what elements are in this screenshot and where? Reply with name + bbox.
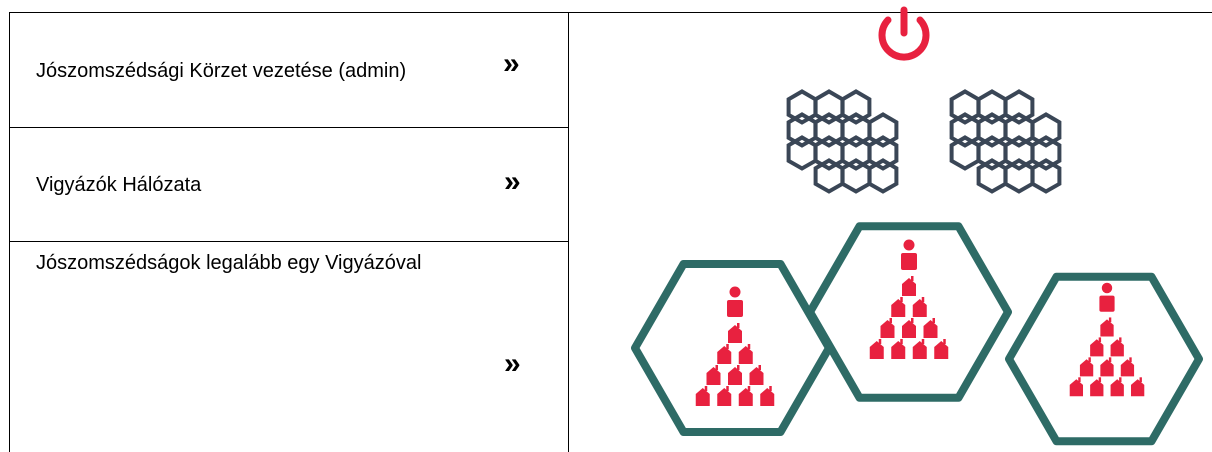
house-pyramid-icon [806,222,1012,402]
chevron-right-icon: » [504,165,521,198]
menu-item-neighborhoods[interactable]: Jószomszédságok legalább egy Vigyázóval … [9,241,569,452]
menu-item-label: Jószomszédságok legalább egy Vigyázóval [36,252,422,274]
house-pyramid-icon [631,260,833,436]
power-icon [878,6,930,61]
chevron-right-icon: » [504,347,521,380]
menu-item-label: Vigyázók Hálózata [36,174,202,196]
divider [569,12,1212,13]
menu-item-label: Jószomszédsági Körzet vezetése (admin) [36,60,407,82]
hexagon-cluster-icon [786,89,899,194]
house-pyramid-icon [1005,272,1203,446]
hexagon-cluster-icon [949,89,1062,194]
menu-item-admin[interactable]: Jószomszédsági Körzet vezetése (admin) » [9,12,569,128]
menu-item-network[interactable]: Vigyázók Hálózata » [9,127,569,242]
menu-table: Jószomszédsági Körzet vezetése (admin) »… [9,12,569,452]
network-illustration [631,6,1203,446]
chevron-right-icon: » [503,47,520,80]
